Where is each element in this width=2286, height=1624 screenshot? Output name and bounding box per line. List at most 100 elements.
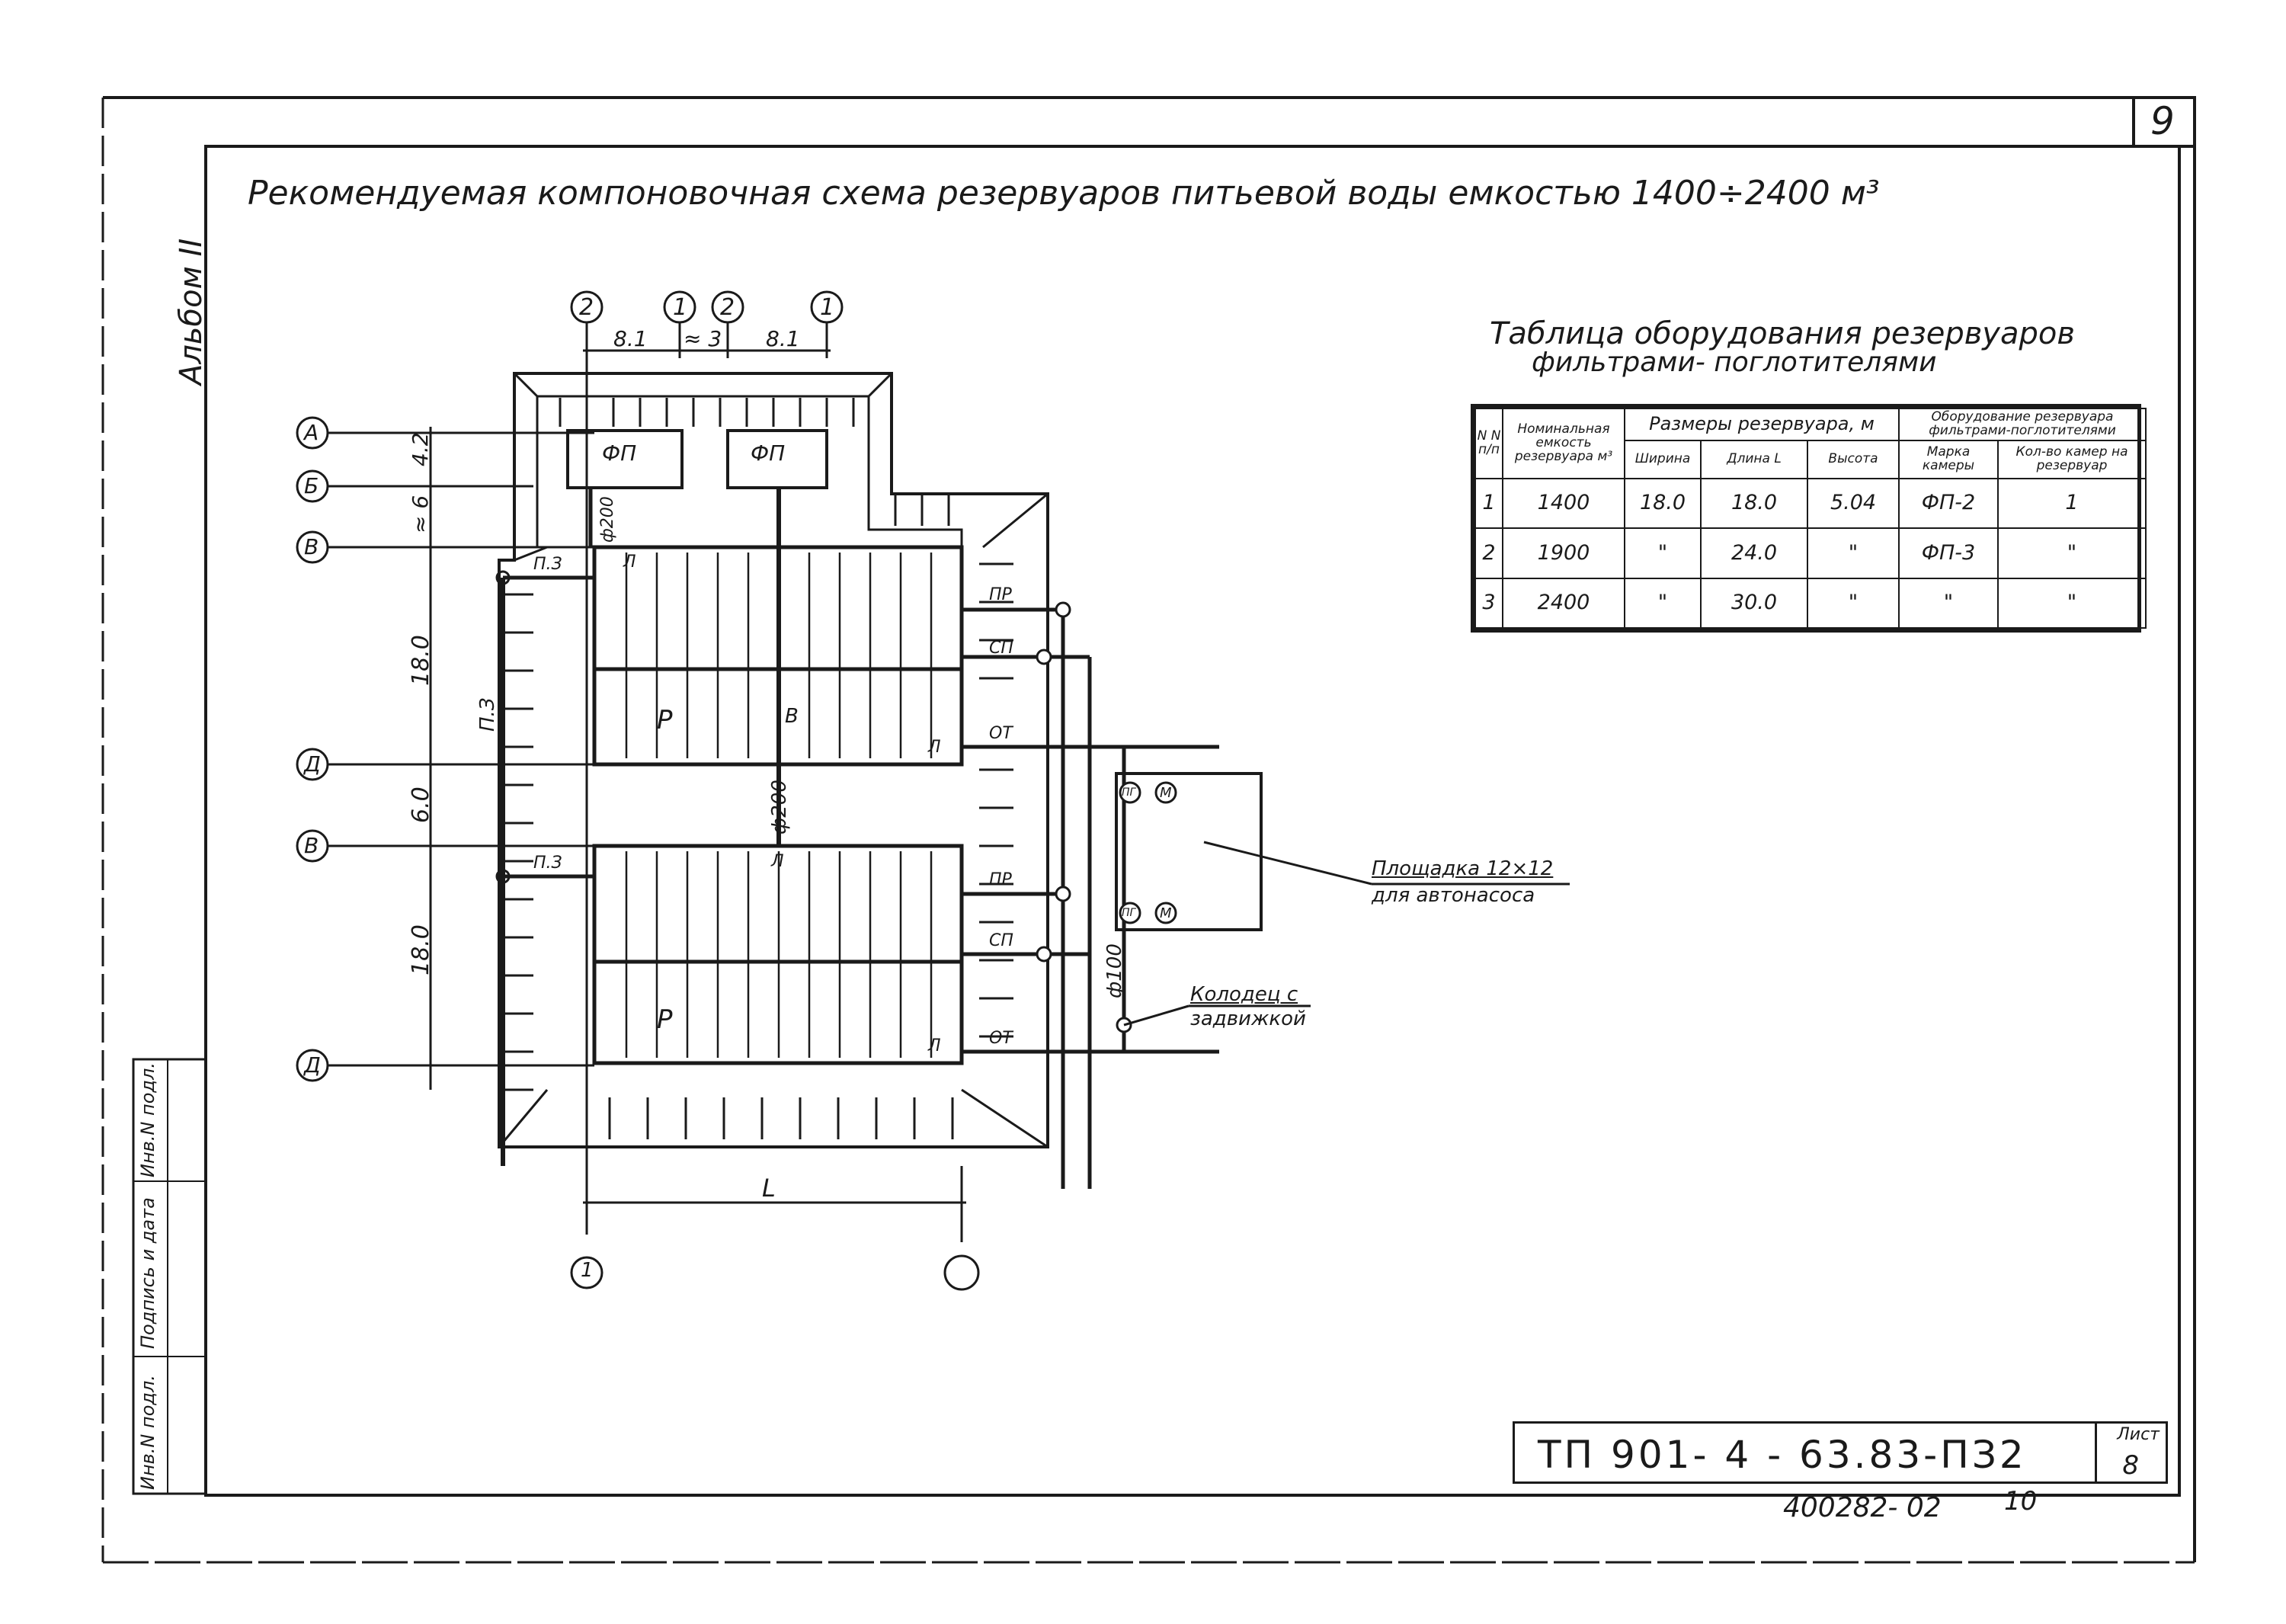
tank-label-upper: Р (657, 705, 673, 735)
pipe-label-ot: ОТ (989, 724, 1013, 743)
cell: " (1997, 577, 2147, 629)
cell: 18.0 (1624, 477, 1702, 530)
dim-top-2: ≈ 3 (684, 326, 722, 351)
side-column-2: Подпись и дата (137, 1197, 158, 1349)
page-title: Рекомендуемая компоновочная схема резерв… (248, 174, 1880, 213)
sheet-number: 8 (2122, 1450, 2139, 1481)
header-dimensions: Размеры резервуара, м (1624, 408, 1900, 441)
axis-left-4: Д (304, 751, 321, 777)
axis-top-4: 1 (820, 294, 835, 321)
well-callout-1: Колодец с (1190, 983, 1298, 1006)
pump-platform (1115, 772, 1263, 931)
cell: 2400 (1502, 577, 1625, 629)
cell: 1400 (1502, 477, 1625, 530)
header-count: Кол-во камер на резервуар (1997, 440, 2147, 479)
footer-number: 400282- 02 (1783, 1492, 1942, 1523)
diameter-label: ф100 (1103, 943, 1126, 998)
filter-chamber (566, 429, 684, 489)
table-title-2: фильтрами- поглотителями (1532, 347, 1937, 378)
cell: " (1807, 527, 1900, 579)
axis-left-6: Д (304, 1052, 321, 1078)
table-row: 1 1400 18.0 18.0 5.04 ФП-2 1 (1474, 477, 2147, 530)
platform-callout-1: Площадка 12×12 (1372, 857, 1554, 880)
cell: ФП-2 (1898, 477, 1999, 530)
cell: 3 (1474, 577, 1503, 629)
dim-top-3: 8.1 (766, 326, 800, 351)
album-label: Альбом II (174, 238, 209, 385)
header-capacity: Номинальная емкость резервуара м³ (1502, 408, 1625, 479)
side-column-1: Инв.N подл. (137, 1375, 158, 1490)
footer-number-2: 10 (2004, 1486, 2038, 1517)
axis-top-1: 2 (579, 294, 594, 321)
document-code: ТП 901- 4 - 63.83-ПЗ2 (1538, 1433, 2027, 1477)
pipe-label-sp: СП (989, 931, 1013, 950)
cell: 5.04 (1807, 477, 1900, 530)
axis-bottom-1: 1 (581, 1259, 594, 1282)
pit-label: М (1160, 785, 1172, 801)
dim-top-1: 8.1 (613, 326, 648, 351)
pz-label-vertical: П.З (476, 697, 499, 732)
hatch-label: Л (771, 852, 784, 871)
axis-top-2: 1 (673, 294, 688, 321)
cell: ФП-3 (1898, 527, 1999, 579)
hatch-label: Л (623, 553, 636, 572)
diameter-label: ф200 (598, 496, 617, 543)
header-num: N N п/п (1474, 408, 1503, 479)
page-number: 9 (2150, 99, 2175, 143)
cell: " (1624, 527, 1702, 579)
tank-plan (296, 290, 1570, 1291)
pipe-label-sp: СП (989, 639, 1013, 658)
cell: 2 (1474, 527, 1503, 579)
cell: 30.0 (1700, 577, 1808, 629)
pipe-label-ot: ОТ (989, 1029, 1013, 1048)
cell: 1900 (1502, 527, 1625, 579)
diameter-label: ф200 (768, 780, 791, 834)
equipment-table: N N п/п Номинальная емкость резервуара м… (1471, 404, 2147, 633)
cell: " (1807, 577, 1900, 629)
pz-label: П.З (533, 854, 562, 873)
header-width: Ширина (1624, 440, 1702, 479)
axis-top-3: 2 (720, 294, 735, 321)
embankment-hatching (498, 372, 1049, 1148)
table-title-1: Таблица оборудования резервуаров (1490, 316, 2075, 351)
hatch-label: Л (928, 738, 941, 757)
sheet-box (2095, 1424, 2166, 1481)
pipe-label-pr: ПР (989, 585, 1012, 604)
platform-callout-2: для автонасоса (1372, 884, 1535, 907)
dim-left-5: 18.0 (408, 924, 434, 975)
pipe-label-pr: ПР (989, 870, 1012, 889)
side-column-3: Инв.N подл. (137, 1062, 158, 1177)
pz-label: П.З (533, 555, 562, 574)
filter-label-2: ФП (751, 440, 786, 466)
axis-left-5: В (304, 833, 319, 858)
dim-left-4: 6.0 (408, 786, 434, 823)
dim-left-2: ≈ 6 (408, 495, 433, 533)
cell: " (1997, 527, 2147, 579)
axis-left-3: В (304, 534, 319, 559)
dim-left-1: 4.2 (408, 432, 433, 466)
pit-label: ПГ (1122, 907, 1136, 919)
dim-bottom: L (762, 1174, 776, 1203)
header-equipment: Оборудование резервуара фильтрами-поглот… (1898, 408, 2147, 441)
pit-label: ПГ (1122, 786, 1136, 799)
axis-left-2: Б (304, 473, 319, 498)
table-row: 2 1900 " 24.0 " ФП-3 " (1474, 527, 2147, 579)
b-label: В (785, 705, 799, 728)
filter-label-1: ФП (602, 440, 637, 466)
cell: " (1624, 577, 1702, 629)
header-brand: Марка камеры (1898, 440, 1999, 479)
title-block: ТП 901- 4 - 63.83-ПЗ2 Лист 8 (1513, 1421, 2168, 1484)
header-length: Длина L (1700, 440, 1808, 479)
hatch-label: Л (928, 1036, 941, 1055)
tank-label-lower: Р (657, 1004, 673, 1035)
table-row: 3 2400 " 30.0 " " " (1474, 577, 2147, 629)
cell: " (1898, 577, 1999, 629)
axis-left-1: А (304, 420, 319, 445)
dim-left-3: 18.0 (408, 635, 434, 686)
cell: 18.0 (1700, 477, 1808, 530)
sheet-frame (101, 96, 2196, 1564)
pit-label: М (1160, 905, 1172, 921)
header-height: Высота (1807, 440, 1900, 479)
cell: 1 (1997, 477, 2147, 530)
